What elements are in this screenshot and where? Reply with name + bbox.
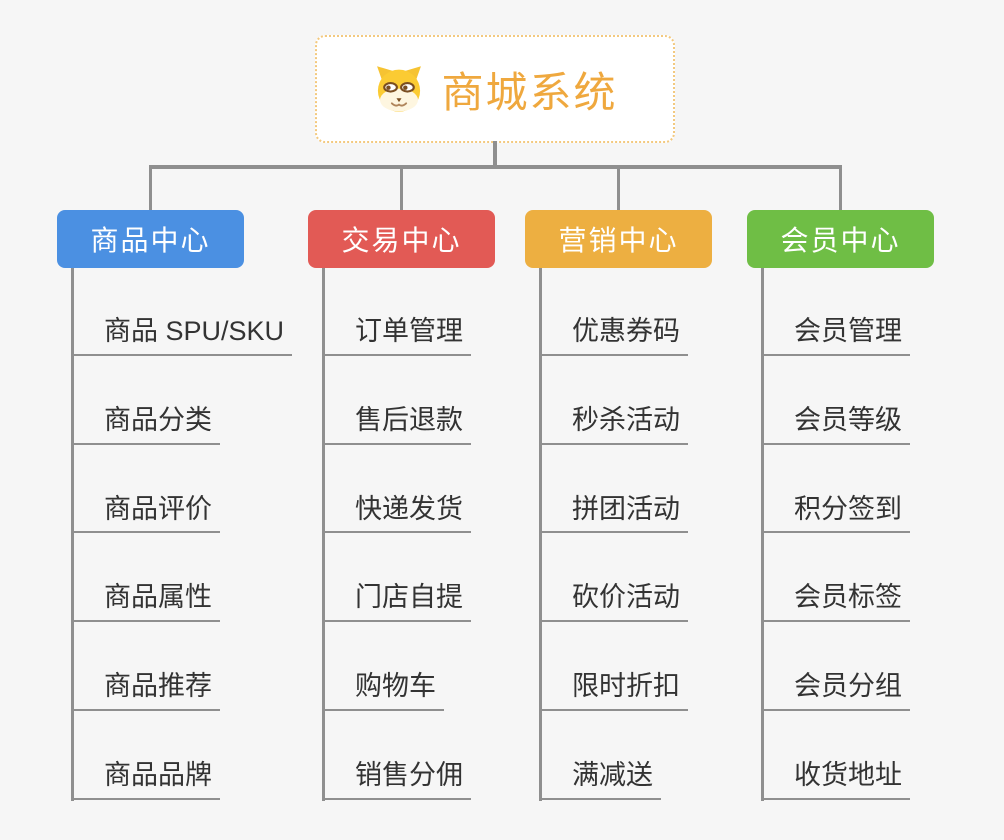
branch-trunk-line [71,268,74,801]
branch-product-center: 商品中心 商品 SPU/SKU 商品分类 商品评价 商品属性 商品推荐 商品品牌 [57,210,317,810]
mindmap-node-shopping-cart[interactable]: 购物车 [322,670,444,711]
mindmap-node-product-brand[interactable]: 商品品牌 [71,759,220,800]
mindmap-node-aftersale-refund[interactable]: 售后退款 [322,404,471,445]
branch-trunk-line [761,268,764,801]
mindmap-node-points-checkin[interactable]: 积分签到 [761,493,910,534]
branch-children: 商品 SPU/SKU 商品分类 商品评价 商品属性 商品推荐 商品品牌 [71,267,293,800]
mindmap-node-shipping-address[interactable]: 收货地址 [761,759,910,800]
dog-face-icon [377,66,422,112]
connector-root-vertical [493,141,497,168]
mindmap-node-member-tags[interactable]: 会员标签 [761,581,910,623]
mindmap-node-member-level[interactable]: 会员等级 [761,404,910,445]
branch-member-center: 会员中心 会员管理 会员等级 积分签到 会员标签 会员分组 收货地址 [747,210,1004,810]
mindmap-node-group-buy[interactable]: 拼团活动 [539,493,688,534]
mindmap-node-product-spu-sku[interactable]: 商品 SPU/SKU [71,315,293,356]
mindmap-node-store-pickup[interactable]: 门店自提 [322,581,471,623]
mindmap-node-order-management[interactable]: 订单管理 [322,315,471,356]
connector-drop-trade [400,167,403,211]
branch-header-marketing-center[interactable]: 营销中心 [525,210,712,268]
branch-header-trade-center[interactable]: 交易中心 [308,210,495,268]
mindmap-node-coupon-code[interactable]: 优惠券码 [539,315,688,356]
connector-bus-horizontal [149,165,842,169]
branch-children: 优惠券码 秒杀活动 拼团活动 砍价活动 限时折扣 满减送 [539,267,688,800]
mindmap-node-product-recommend[interactable]: 商品推荐 [71,670,220,711]
mindmap-node-limited-time-discount[interactable]: 限时折扣 [539,670,688,711]
branch-header-member-center[interactable]: 会员中心 [747,210,934,268]
branch-children: 订单管理 售后退款 快递发货 门店自提 购物车 销售分佣 [322,267,471,800]
connector-drop-member [839,167,842,211]
root-title: 商城系统 [441,68,618,116]
branch-trunk-line [322,268,325,801]
branch-trunk-line [539,268,542,801]
mindmap-node-member-management[interactable]: 会员管理 [761,315,910,356]
branch-children: 会员管理 会员等级 积分签到 会员标签 会员分组 收货地址 [761,267,910,800]
mindmap-node-express-shipping[interactable]: 快递发货 [322,493,471,534]
branch-header-product-center[interactable]: 商品中心 [57,210,244,268]
mindmap-node-spend-and-save[interactable]: 满减送 [539,759,661,800]
connector-drop-marketing [617,167,620,211]
root-node[interactable]: 商城系统 [315,35,675,143]
branch-trade-center: 交易中心 订单管理 售后退款 快递发货 门店自提 购物车 销售分佣 [308,210,568,810]
connector-drop-product [149,167,152,211]
mindmap-node-product-category[interactable]: 商品分类 [71,404,220,445]
mindmap-node-sales-commission[interactable]: 销售分佣 [322,759,471,800]
mindmap-node-product-review[interactable]: 商品评价 [71,493,220,534]
mindmap-node-bargain-activity[interactable]: 砍价活动 [539,581,688,623]
branch-marketing-center: 营销中心 优惠券码 秒杀活动 拼团活动 砍价活动 限时折扣 满减送 [525,210,785,810]
mindmap-node-member-groups[interactable]: 会员分组 [761,670,910,711]
mindmap-node-flash-sale[interactable]: 秒杀活动 [539,404,688,445]
mindmap-node-product-attribute[interactable]: 商品属性 [71,581,220,623]
